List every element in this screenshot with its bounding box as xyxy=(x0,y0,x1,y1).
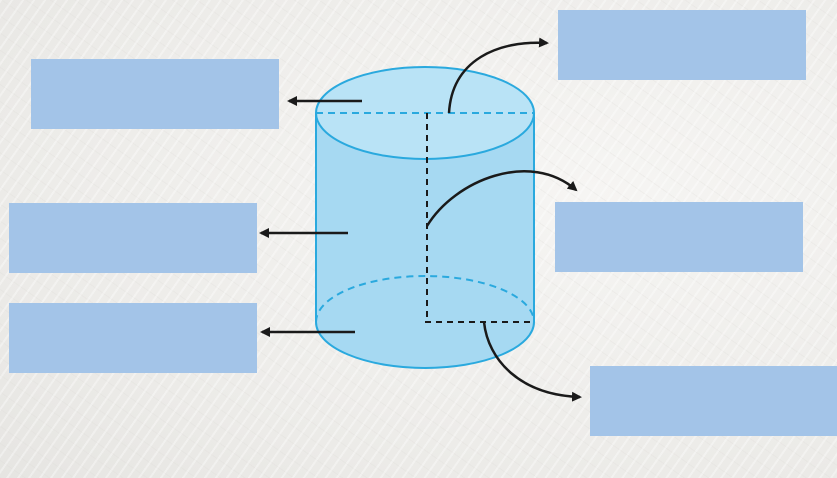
label-box-bottom-base[interactable] xyxy=(9,303,257,373)
label-box-height[interactable] xyxy=(555,202,803,272)
cylinder-bottom-front-edge xyxy=(315,321,535,369)
label-box-diameter[interactable] xyxy=(558,10,806,80)
arrow-radius-to-box-6 xyxy=(482,321,582,402)
label-box-lateral-surface[interactable] xyxy=(9,203,257,273)
cylinder-lateral-surface xyxy=(316,113,534,368)
arrow-height-to-box-5 xyxy=(425,170,578,227)
label-box-top-base[interactable] xyxy=(31,59,279,129)
arrow-top-diameter-to-box-4 xyxy=(447,37,549,114)
label-box-radius[interactable] xyxy=(590,366,837,436)
cylinder-bottom-back-edge xyxy=(315,275,535,323)
